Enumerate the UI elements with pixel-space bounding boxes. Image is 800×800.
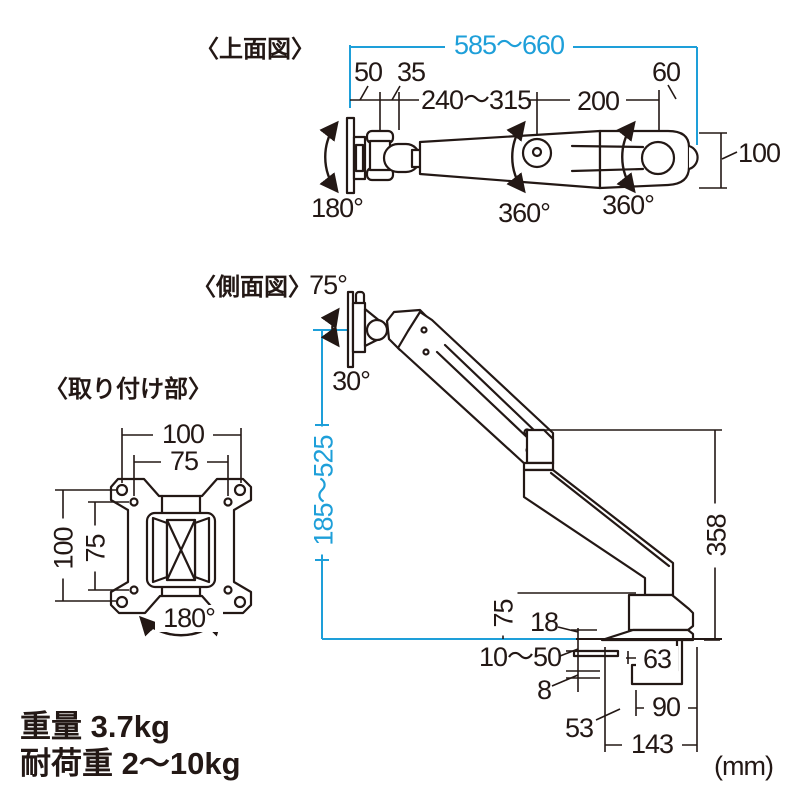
dim-head-width: 60 [651,57,681,87]
tilt-range-arc [320,307,340,348]
vesa-hole [223,497,233,507]
dim-arm1-reach: 240〜315 [419,85,532,115]
vesa-hole [115,483,129,497]
vesa-hole [233,483,247,497]
dim-vesa-height-outer: 100 [49,518,79,579]
dim-vesa-height-inner: 75 [81,525,111,572]
mid-rotation-arc [506,120,526,194]
unit-note: (mm) [714,751,774,781]
lower-arm-side-view [522,468,675,597]
mount-view-title: 〈取り付け部〉 [44,376,212,403]
arm-top-view [418,129,602,190]
spec-load-capacity: 耐荷重 2〜10kg [20,746,241,781]
head-rotation-arc [616,120,636,194]
dim-clamp-offset: 53 [564,713,594,743]
dim-joint-offset: 35 [396,57,426,87]
dim-base-length: 143 [622,731,682,758]
top-view-title: 〈上面図〉 [195,36,315,63]
dim-pad-thickness: 8 [536,675,552,705]
dim-vesa-width-outer: 100 [153,421,213,448]
side-view-drawing [313,290,722,752]
dim-vesa-width-inner: 75 [161,448,207,475]
angle-tilt-down: 30° [332,366,371,396]
dim-width-range: 585〜660 [445,32,573,59]
dim-plate-thickness: 18 [529,607,559,637]
dim-arm-rise: 358 [702,503,732,568]
angle-base-swivel: 180° [311,193,364,223]
angle-head-rotation: 360° [602,190,655,220]
angle-plate-rotation: 180° [155,605,223,632]
base-swivel-arc [319,120,339,194]
vesa-hole [129,585,139,595]
vesa-hole [223,585,233,595]
ball-joint [365,318,389,342]
dim-arm2-reach: 200 [570,88,626,115]
dim-height-range: 185〜525 [309,426,339,555]
dim-desk-thickness: 10〜50 [478,642,562,672]
dim-clamp-depth: 63 [636,646,678,673]
angle-tilt-up: 75° [309,270,348,300]
clamp-pad [572,649,620,658]
dim-head-depth: 100 [738,138,781,168]
side-view-title: 〈側面図〉 [192,274,312,301]
vesa-hole [115,595,129,609]
angle-mid-rotation: 360° [498,198,551,228]
clamp-body [627,593,695,632]
top-view-drawing [319,45,738,195]
dim-base-offset: 50 [353,57,383,87]
dim-arm-clearance: 75 [489,591,519,636]
vesa-hole [233,595,247,609]
spec-weight: 重量 3.7kg [20,709,170,744]
mount-view-drawing [55,428,253,637]
vesa-hole [129,497,139,507]
dim-base-depth: 90 [644,694,688,721]
